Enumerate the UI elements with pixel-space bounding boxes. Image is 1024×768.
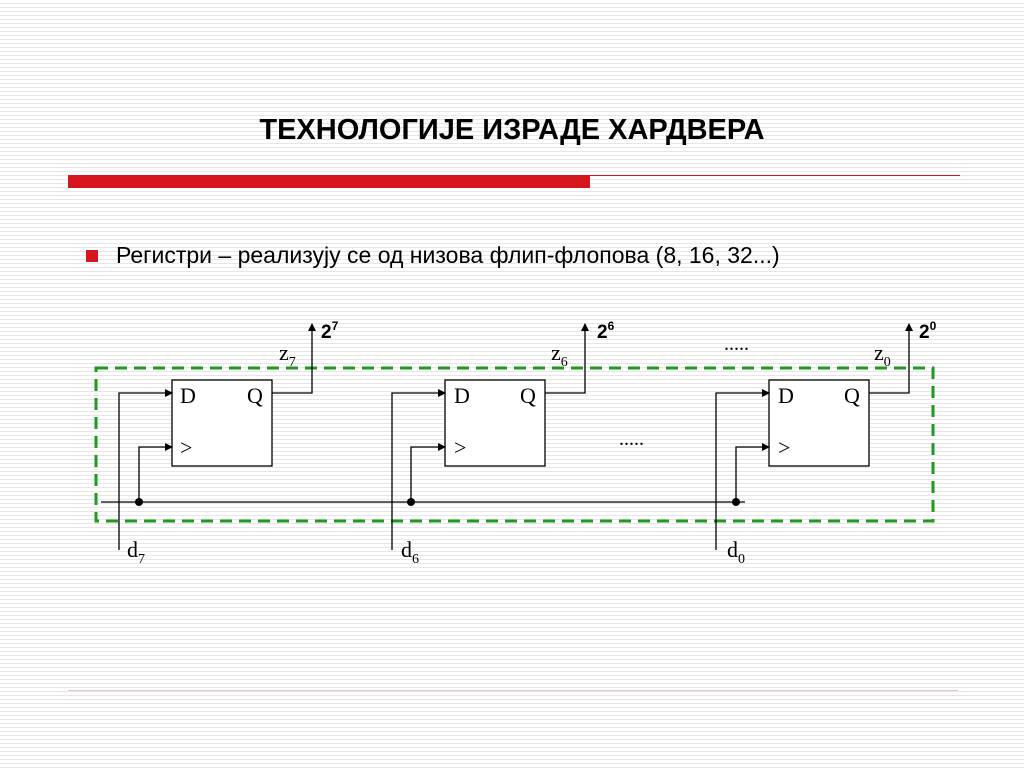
flip-flop-6: D Q > z6 26 d6 [391, 319, 615, 567]
bit-weight-label: 26 [597, 319, 615, 343]
clock-input-wire [138, 443, 173, 502]
bullet-item: Регистри – реализују се од низова флип-ф… [86, 242, 780, 269]
slide-title: ТЕХНОЛОГИЈЕ ИЗРАДЕ ХАРДВЕРА [259, 114, 765, 146]
flip-flop-box [444, 379, 546, 467]
input-label: d7 [127, 537, 145, 567]
bit-weight-label: 20 [919, 319, 937, 343]
q-pin-label: Q [520, 383, 536, 408]
d-pin-label: D [454, 383, 470, 408]
clock-pin-label: > [454, 435, 466, 460]
q-pin-label: Q [247, 383, 263, 408]
q-pin-label: Q [844, 383, 860, 408]
bullet-square-icon [86, 249, 98, 262]
flip-flop-0: D Q > z0 20 d0 [715, 319, 937, 567]
output-label: z6 [551, 340, 568, 370]
flip-flop-box [768, 379, 870, 467]
output-wire [272, 323, 316, 394]
title-underline-line [590, 175, 960, 176]
d-pin-label: D [778, 383, 794, 408]
ellipsis-flip-flops: ..... [619, 428, 644, 450]
data-input-wire [391, 389, 446, 550]
output-label: z7 [279, 340, 296, 370]
clock-junction-dot [407, 498, 415, 506]
input-label: d0 [727, 537, 745, 567]
ellipsis-outputs: ..... [724, 333, 749, 355]
bit-weight-label: 27 [321, 319, 339, 343]
output-wire [545, 323, 589, 394]
clock-input-wire [735, 443, 770, 502]
clock-input-wire [410, 443, 446, 502]
output-label: z0 [874, 340, 891, 370]
title-underline-bar [68, 175, 590, 188]
clock-junction-dot [732, 498, 740, 506]
input-label: d6 [401, 537, 419, 567]
clock-junction-dot [135, 498, 143, 506]
footer-divider [68, 690, 958, 691]
flip-flop-box [171, 379, 273, 467]
clock-pin-label: > [778, 435, 790, 460]
bullet-text: Регистри – реализују се од низова флип-ф… [116, 242, 780, 268]
clock-pin-label: > [180, 435, 192, 460]
d-pin-label: D [180, 383, 196, 408]
data-input-wire [715, 389, 770, 550]
register-boundary [94, 366, 935, 523]
output-wire [869, 323, 913, 394]
flip-flop-7: D Q > z7 27 d7 [118, 319, 339, 567]
data-input-wire [118, 389, 173, 550]
